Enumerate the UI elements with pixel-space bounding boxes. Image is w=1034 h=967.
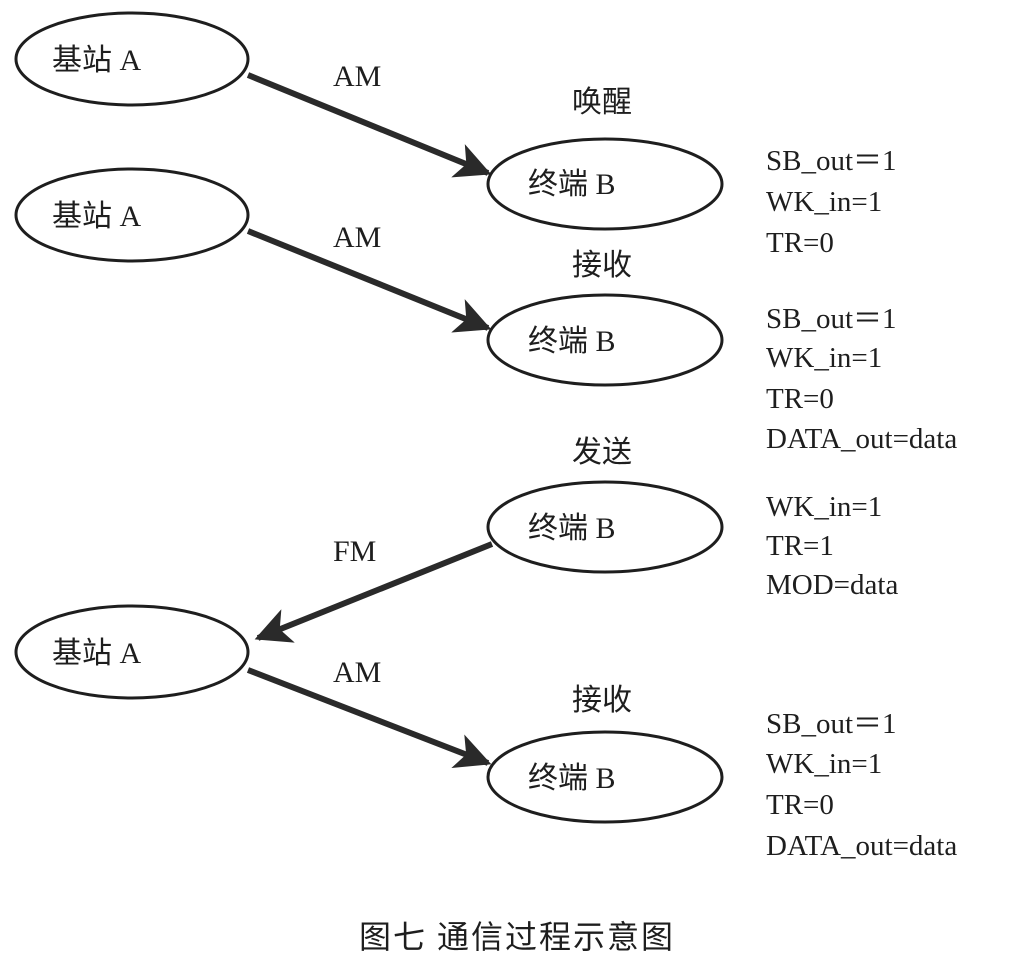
state-line: TR=0: [766, 383, 834, 415]
terminal-b-node-2: [486, 293, 724, 387]
fm-arrow: [254, 541, 494, 643]
terminal-b-label-1: 终端 B: [528, 168, 616, 201]
state-line: WK_in=1: [766, 491, 882, 523]
state-line: WK_in=1: [766, 186, 882, 218]
state-line: SB_out＝1: [766, 708, 897, 740]
base-station-a-node-3: [14, 604, 250, 700]
terminal-b-label-4: 终端 B: [528, 762, 616, 795]
state-line: MOD=data: [766, 569, 898, 601]
terminal-b-label-2: 终端 B: [528, 325, 616, 358]
terminal-b-node-3: [486, 480, 724, 574]
state-line: DATA_out=data: [766, 423, 957, 455]
base-station-a-label-1: 基站 A: [52, 44, 141, 77]
state-line: TR=0: [766, 789, 834, 821]
am-label-2: AM: [333, 221, 381, 254]
state-line: TR=0: [766, 227, 834, 259]
state-line: SB_out＝1: [766, 145, 897, 177]
base-station-a-node-1: [14, 11, 250, 107]
terminal-b-label-3: 终端 B: [528, 512, 616, 545]
am-arrow-3: [246, 667, 492, 769]
figure-caption: 图七 通信过程示意图: [358, 919, 675, 955]
state-line: WK_in=1: [766, 342, 882, 374]
state-line: DATA_out=data: [766, 830, 957, 862]
am-label-1: AM: [333, 60, 381, 93]
base-station-a-label-3: 基站 A: [52, 637, 141, 670]
terminal-b-node-1: [486, 137, 724, 231]
base-station-a-node-2: [14, 167, 250, 263]
state-line: SB_out＝1: [766, 303, 897, 335]
terminal-b-node-4: [486, 730, 724, 824]
step-title-receive-2: 接收: [572, 684, 632, 717]
am-arrow-1: [246, 72, 492, 178]
step-title-receive-1: 接收: [572, 249, 632, 282]
base-station-a-label-2: 基站 A: [52, 200, 141, 233]
am-arrow-2: [246, 228, 492, 333]
step-title-send: 发送: [572, 436, 632, 469]
am-label-3: AM: [333, 656, 381, 689]
state-line: TR=1: [766, 530, 834, 562]
state-line: WK_in=1: [766, 748, 882, 780]
step-title-wake: 唤醒: [572, 86, 632, 119]
fm-label: FM: [333, 535, 376, 568]
